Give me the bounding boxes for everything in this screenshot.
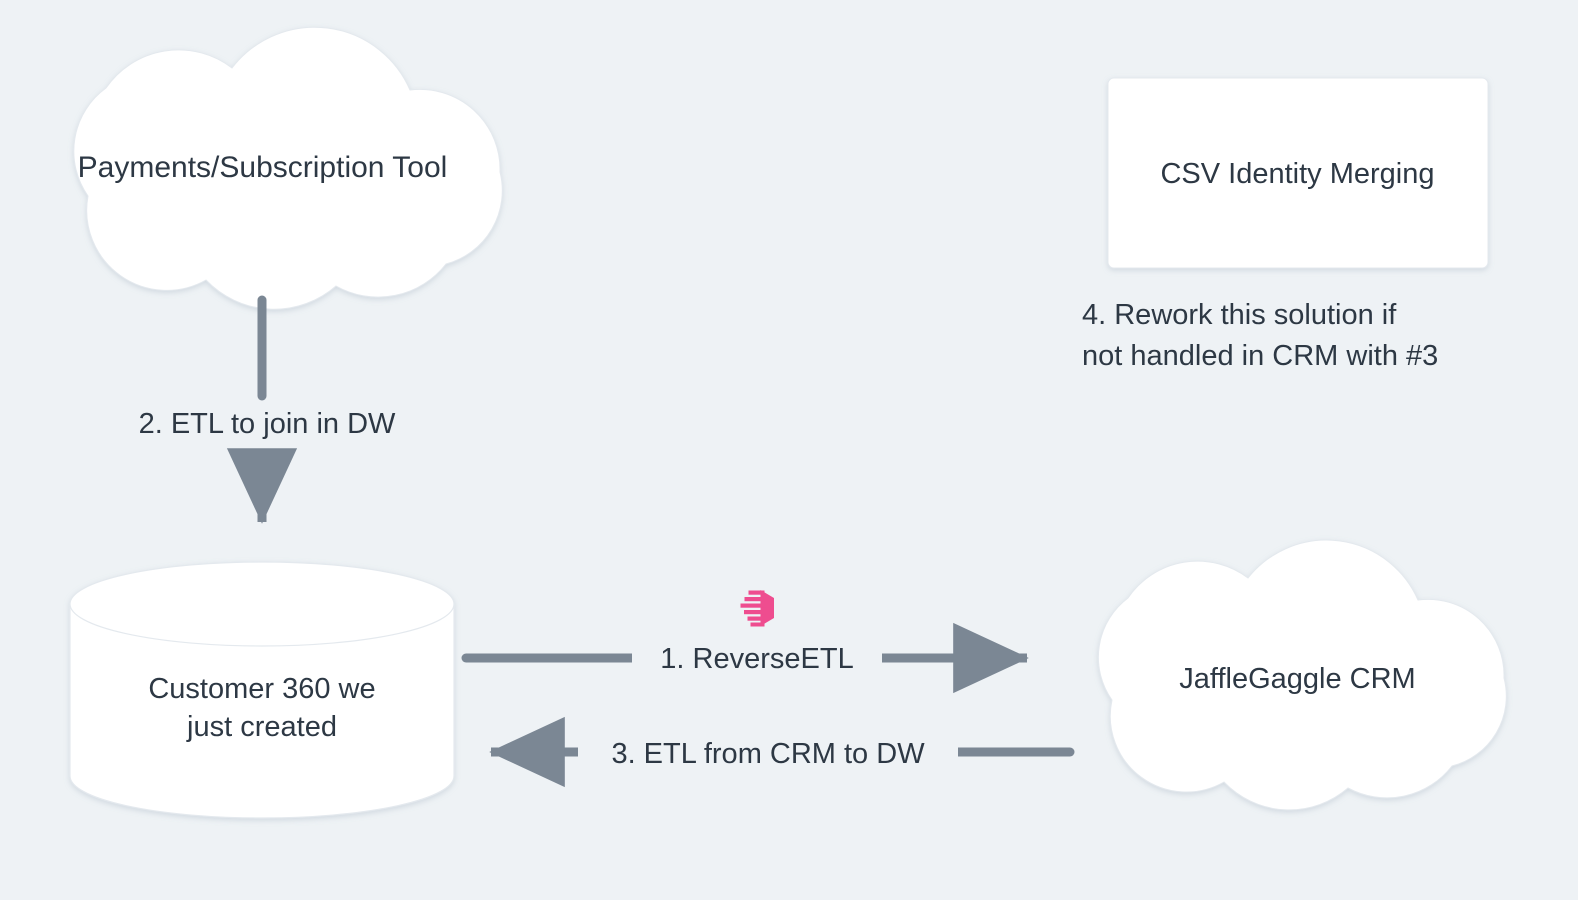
- edge-label-etl-from-crm-to-dw: 3. ETL from CRM to DW: [578, 733, 958, 776]
- edge-label-etl-to-join-in-dw: 2. ETL to join in DW: [108, 403, 426, 446]
- node-csv-identity-box[interactable]: [1107, 77, 1489, 269]
- node-warehouse-cylinder[interactable]: [69, 561, 455, 819]
- dbt-hexagon-icon: [740, 590, 774, 627]
- node-payments-cloud[interactable]: [73, 26, 503, 310]
- note-rework-solution: 4. Rework this solution if not handled i…: [1082, 299, 1439, 372]
- node-crm-cloud[interactable]: [1097, 539, 1507, 811]
- edge-label-reverse-etl: 1. ReverseETL: [632, 638, 882, 681]
